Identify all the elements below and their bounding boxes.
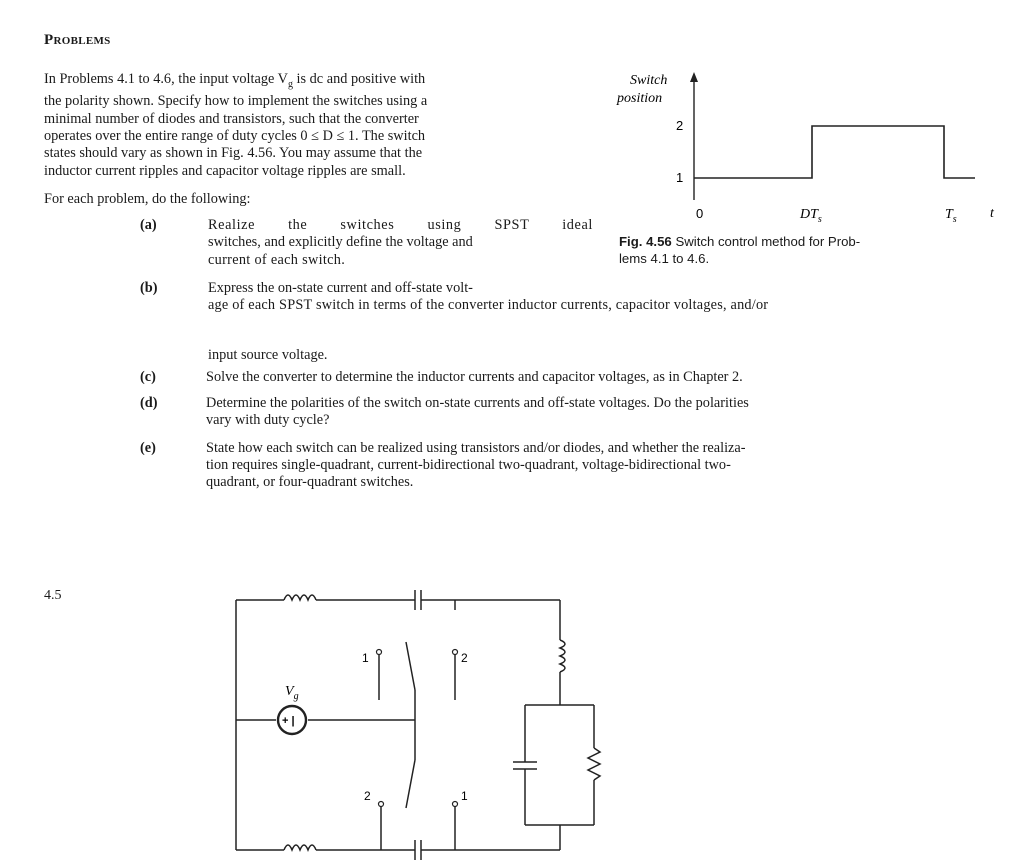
item-e-tag: (e) [140, 440, 156, 456]
intro-subscript: g [287, 78, 293, 90]
intro-line-1-tail: is dc and positive with [292, 71, 426, 87]
figure-caption: Fig. 4.56 Switch control method for Prob… [619, 233, 1009, 267]
item-d-line-1: Determine the polarities of the switch o… [206, 395, 749, 411]
fig-level-2: 2 [676, 118, 683, 133]
item-d-line-2: vary with duty cycle? [206, 412, 330, 428]
item-b-tag: (b) [140, 280, 158, 296]
fig-waveform [694, 125, 975, 179]
item-d-tag: (d) [140, 395, 158, 411]
inductor-output [557, 639, 566, 673]
source-label-main: V [285, 684, 295, 699]
for-each-line: For each problem, do the following: [44, 191, 251, 207]
bottom-switch-label-2: 2 [364, 789, 371, 803]
item-b-line-1: Express the on-state current and off-sta… [208, 280, 473, 296]
item-b-line-3: input source voltage. [208, 347, 328, 363]
section-heading: Problems [44, 32, 111, 48]
terminal-bottom-2 [377, 800, 385, 808]
intro-line-2: the polarity shown. Specify how to imple… [44, 93, 428, 110]
top-switch-blade [405, 641, 416, 691]
circuit-diagram: Vg + | 1 2 2 1 [235, 590, 602, 860]
fig-x-ts-main: T [945, 207, 954, 222]
top-switch-label-1: 1 [362, 651, 369, 665]
fig-ylabel-1: Switch [630, 73, 667, 88]
caption-line-1: Fig. 4.56 Switch control method for Prob… [619, 233, 1009, 250]
source-label: Vg [285, 684, 299, 702]
item-b-line-2: age of each SPST switch in terms of the … [208, 297, 769, 313]
item-e-line-2: tion requires single-quadrant, current-b… [206, 457, 731, 473]
item-a-line-3: current of each switch. [208, 251, 346, 268]
item-a-text: Realize the switches using SPST ideal sw… [208, 217, 593, 269]
fig-x-dt-sub: s [818, 214, 822, 225]
terminal-top-1 [375, 648, 383, 656]
fig-ylabel-2: position [616, 91, 662, 106]
item-a-tag: (a) [140, 217, 157, 233]
resistor [586, 747, 602, 781]
fig-x-axis-label: t [990, 206, 995, 221]
caption-line-2: lems 4.1 to 4.6. [619, 251, 710, 266]
item-a-line-1: Realize the switches using SPST ideal [208, 217, 593, 233]
switch-position-figure: Switch position 2 1 0 DTs Ts t [616, 72, 995, 225]
fig-x-origin: 0 [696, 206, 703, 221]
intro-line-6: inductor current ripples and capacitor v… [44, 162, 406, 179]
voltage-source [276, 704, 308, 736]
problem-number: 4.5 [44, 588, 62, 603]
terminal-top-2 [451, 648, 459, 656]
fig-x-ts: Ts [945, 207, 957, 225]
fig-x-dt: DTs [799, 207, 822, 225]
intro-line-3: minimal number of diodes and transistors… [44, 110, 419, 127]
item-a-line-2: switches, and explicitly define the volt… [208, 234, 473, 251]
fig-x-dt-main: DT [799, 207, 819, 222]
source-polarity: + | [282, 715, 295, 727]
item-e-line-3: quadrant, or four-quadrant switches. [206, 474, 414, 490]
item-c-line-1: Solve the converter to determine the ind… [206, 369, 743, 385]
fig-x-ts-sub: s [953, 214, 957, 225]
inductor-bottom [283, 844, 317, 853]
item-c-tag: (c) [140, 369, 156, 385]
source-label-sub: g [294, 691, 299, 702]
fig-y-arrow [690, 72, 698, 82]
terminal-bottom-1 [451, 800, 459, 808]
bottom-switch-blade [405, 759, 416, 809]
item-e-line-1: State how each switch can be realized us… [206, 440, 746, 456]
bottom-switch-label-1: 1 [461, 789, 468, 803]
intro-line-1-text: In Problems 4.1 to 4.6, the input voltag… [44, 71, 288, 87]
caption-text-1: Switch control method for Prob- [671, 234, 861, 249]
fig-level-1: 1 [676, 170, 683, 185]
intro-line-4: operates over the entire range of duty c… [44, 128, 426, 145]
intro-line-1: In Problems 4.1 to 4.6, the input voltag… [44, 71, 592, 93]
caption-label: Fig. 4.56 [619, 234, 672, 249]
intro-paragraph: In Problems 4.1 to 4.6, the input voltag… [44, 71, 592, 180]
intro-line-5: states should vary as shown in Fig. 4.56… [44, 145, 423, 162]
top-switch-label-2: 2 [461, 651, 468, 665]
inductor-top [283, 594, 317, 603]
